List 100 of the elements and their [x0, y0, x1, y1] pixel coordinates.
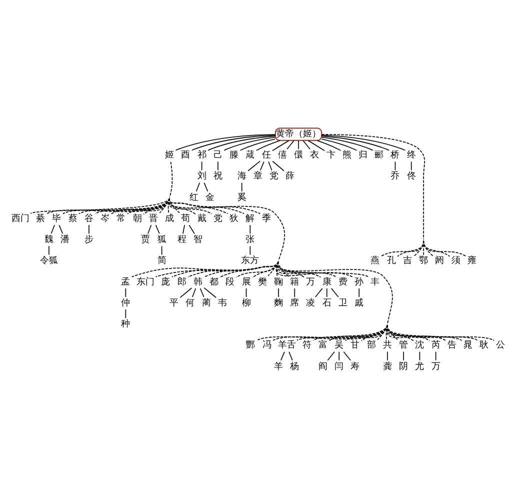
node-box: 黄帝（姬） — [274, 127, 322, 140]
connector — [316, 140, 342, 150]
connector — [358, 287, 360, 297]
node-text: 共 — [382, 340, 392, 350]
node-text: 阎 — [318, 361, 328, 372]
node-text: 都 — [210, 276, 219, 287]
connector — [276, 260, 322, 278]
node-text: 张 — [246, 234, 255, 245]
node-text: 岑 — [100, 213, 110, 224]
node-text: 石 — [322, 298, 332, 308]
connector — [168, 197, 261, 214]
node-text: 郎 — [177, 276, 186, 287]
node-text: 晁 — [464, 340, 473, 350]
connector — [327, 350, 335, 360]
node-text: 羊 — [274, 361, 284, 372]
connector — [280, 350, 285, 360]
node-text: 熊 — [342, 150, 352, 160]
node-text: 吴 — [334, 340, 344, 350]
node-text: 杨 — [290, 361, 300, 372]
connector — [241, 182, 242, 192]
connector — [208, 135, 276, 150]
connector — [200, 287, 204, 297]
connector — [88, 224, 90, 234]
node-text: 东方 — [241, 256, 260, 266]
connector — [272, 160, 284, 171]
node-text: 贾 — [141, 234, 150, 245]
node-text: 籍 — [290, 276, 300, 287]
node-text: 乔 — [390, 171, 400, 182]
connector — [204, 286, 217, 298]
node-text: 姬 — [165, 150, 174, 160]
node-text: 荀 — [181, 213, 190, 224]
node-text: 部 — [366, 340, 376, 350]
connector — [201, 160, 202, 170]
connector — [204, 182, 208, 192]
node-text: 綦 — [36, 213, 46, 224]
node-text: 阴 — [399, 361, 408, 372]
connector — [204, 260, 279, 278]
node-text: 西门 — [12, 213, 30, 224]
node-text: 卞 — [326, 150, 336, 160]
node-text: 凌 — [306, 298, 316, 308]
connector — [250, 245, 251, 255]
node-text: 祁 — [197, 150, 206, 160]
connector — [236, 260, 279, 278]
node-text: 季 — [262, 213, 271, 224]
connector — [377, 324, 388, 340]
node-text: 奚 — [237, 192, 246, 202]
node-text: 东门 — [136, 276, 155, 287]
node-text: 庞 — [161, 276, 170, 287]
node-text: 鞠 — [274, 276, 284, 287]
connector — [294, 287, 296, 297]
connector — [314, 287, 323, 297]
node-text: 海 — [237, 171, 246, 182]
connector — [188, 224, 195, 234]
node-text: 成 — [165, 213, 174, 224]
connector — [413, 240, 424, 256]
connector — [360, 324, 388, 341]
node-text: 柳 — [242, 298, 251, 308]
node-text: 种 — [121, 319, 130, 330]
node-text: 龚 — [382, 361, 392, 372]
connector — [423, 240, 424, 255]
node-text: 僖 — [278, 150, 287, 160]
connector — [286, 140, 294, 150]
connector — [125, 287, 126, 297]
node-text: 闫 — [334, 361, 344, 372]
node-text: 仲 — [121, 298, 130, 308]
connector — [272, 324, 388, 340]
node-text: 红 — [190, 192, 199, 202]
node-text: 康 — [322, 276, 332, 287]
connector — [155, 224, 160, 234]
connector — [302, 140, 310, 150]
connector — [386, 324, 430, 341]
node-text: 戴 — [197, 213, 206, 224]
node-text: 朝 — [132, 213, 142, 224]
node-text: 费 — [338, 276, 348, 287]
node-text: 党 — [213, 213, 222, 224]
node-text: 戚 — [354, 298, 364, 308]
node-text: 孙 — [354, 276, 364, 287]
node-text: 归 — [358, 150, 368, 160]
node-text: 刘 — [197, 171, 206, 182]
node-text: 公 — [496, 340, 505, 350]
node-text: 滕 — [230, 150, 239, 160]
connector — [386, 324, 398, 340]
connector — [278, 260, 289, 276]
node-text: 狄 — [230, 213, 239, 224]
node-text: 酆 — [246, 340, 256, 350]
node-text: 智 — [193, 234, 202, 245]
node-text: 芮 — [431, 340, 440, 350]
node-text: 沈 — [415, 340, 424, 350]
node-text: 终 — [406, 150, 416, 160]
connector — [256, 140, 281, 150]
connector — [217, 160, 218, 170]
node-text: 符 — [302, 340, 312, 350]
connector — [131, 197, 286, 277]
connector — [296, 324, 388, 340]
node-text: 樊 — [258, 276, 267, 287]
connector — [94, 197, 170, 214]
connector — [168, 197, 196, 214]
node-text: 羊舌 — [278, 340, 296, 350]
connector — [260, 160, 264, 170]
node-text: 甘 — [350, 340, 360, 350]
